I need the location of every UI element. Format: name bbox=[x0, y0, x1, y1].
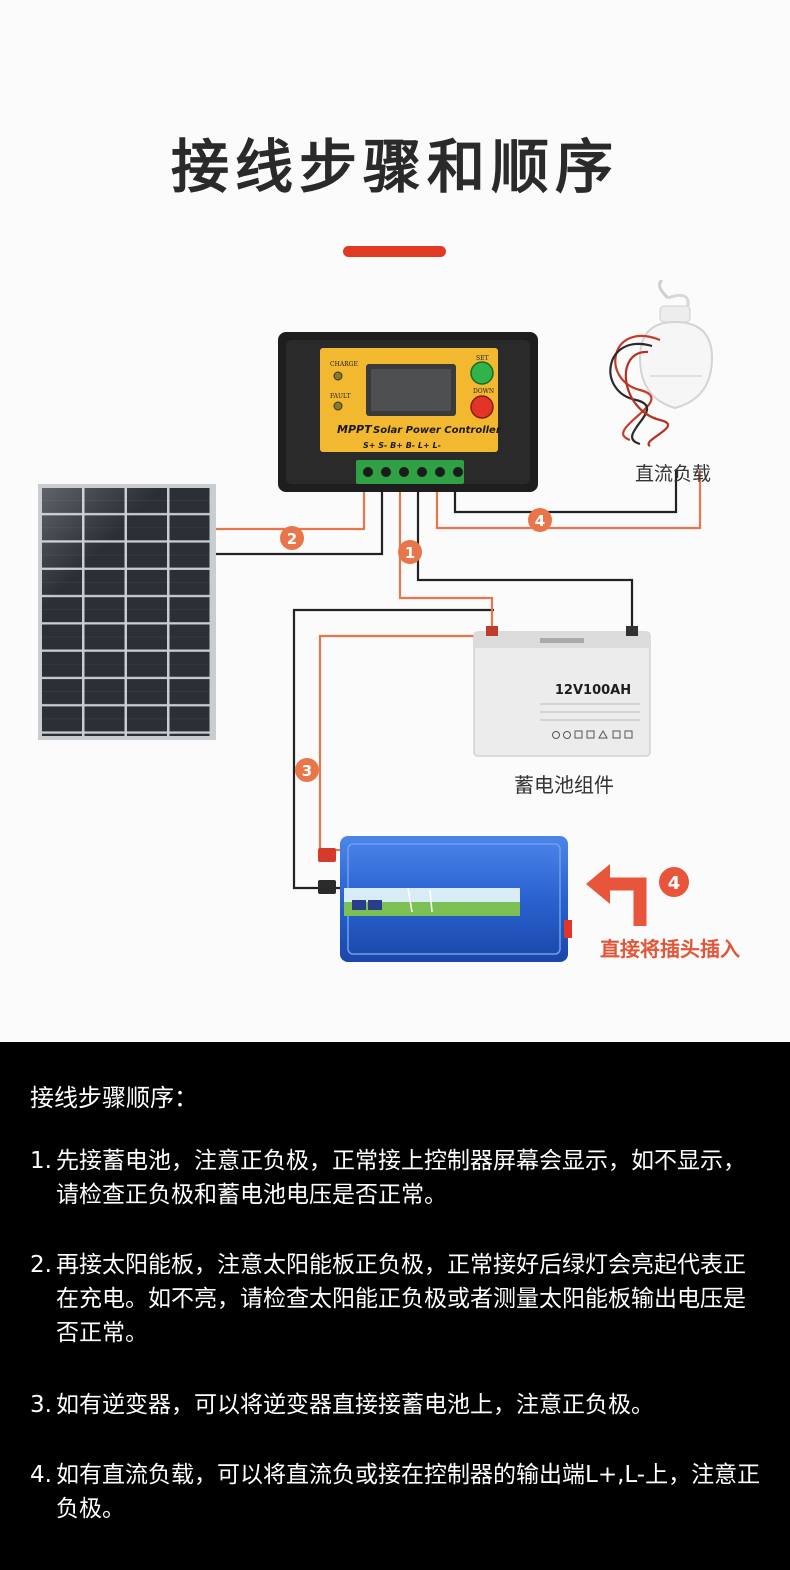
marker-3: 3 bbox=[295, 758, 319, 782]
step-4: 4. 如有直流负载，可以将直流负或接在控制器的输出端L+,L-上，注意正负极。 bbox=[30, 1458, 765, 1526]
inverter bbox=[318, 836, 572, 962]
marker-2: 2 bbox=[280, 526, 304, 550]
step-3: 3. 如有逆变器，可以将逆变器直接接蓄电池上，注意正负极。 bbox=[30, 1388, 765, 1422]
plug-arrow-head bbox=[586, 864, 610, 904]
step-text: 如有直流负载，可以将直流负或接在控制器的输出端L+,L-上，注意正负极。 bbox=[56, 1462, 761, 1522]
charge-label: CHARGE bbox=[330, 361, 358, 368]
step-text: 再接太阳能板，注意太阳能板正负极，正常接好后绿灯会亮起代表正在充电。如不亮，请检… bbox=[56, 1252, 746, 1346]
wiring-diagram: CHARGE FAULT SET DOWN MPPT Solar Power C… bbox=[38, 280, 740, 962]
controller-model: Solar Power Controller bbox=[373, 425, 502, 436]
step-text: 如有逆变器，可以将逆变器直接接蓄电池上，注意正负极。 bbox=[56, 1392, 654, 1418]
dc-load-caption: 直流负载 bbox=[635, 463, 711, 485]
marker-4-inverter: 4 bbox=[659, 867, 689, 897]
wires-dark bbox=[216, 470, 678, 890]
svg-text:2: 2 bbox=[287, 530, 297, 548]
step-number: 1. bbox=[30, 1148, 52, 1174]
step-2: 2. 再接太阳能板，注意太阳能板正负极，正常接好后绿灯会亮起代表正在充电。如不亮… bbox=[30, 1248, 765, 1350]
step-number: 4. bbox=[30, 1462, 52, 1488]
solar-panel bbox=[38, 484, 216, 740]
controller-brand: MPPT bbox=[337, 423, 373, 436]
battery-caption: 蓄电池组件 bbox=[514, 773, 614, 797]
battery-model: 12V100AH bbox=[555, 683, 631, 698]
diagram-section: 接线步骤和顺序 bbox=[38, 133, 740, 962]
instructions-section: 接线步骤顺序： 1. 先接蓄电池，注意正负极，正常接上控制器屏幕会显示，如不显示… bbox=[0, 1042, 790, 1570]
dc-load-bulb: 直流负载 bbox=[609, 280, 714, 485]
title-underline bbox=[343, 246, 446, 257]
fault-label: FAULT bbox=[330, 393, 351, 400]
wires-orange bbox=[216, 470, 702, 852]
svg-text:3: 3 bbox=[302, 762, 312, 780]
inverter-note: 直接将插头插入 bbox=[600, 937, 740, 961]
set-label: SET bbox=[476, 355, 489, 362]
svg-text:4: 4 bbox=[535, 512, 545, 530]
terminal-labels: S+ S- B+ B- L+ L- bbox=[363, 441, 441, 450]
plug-arrow bbox=[604, 877, 647, 926]
marker-1: 1 bbox=[398, 540, 422, 564]
down-label: DOWN bbox=[473, 388, 494, 395]
solar-controller: CHARGE FAULT SET DOWN MPPT Solar Power C… bbox=[278, 332, 538, 492]
step-1: 1. 先接蓄电池，注意正负极，正常接上控制器屏幕会显示，如不显示，请检查正负极和… bbox=[30, 1144, 765, 1212]
marker-4-load: 4 bbox=[528, 508, 552, 532]
svg-text:1: 1 bbox=[405, 544, 415, 562]
page-title: 接线步骤和顺序 bbox=[170, 133, 619, 201]
step-number: 2. bbox=[30, 1252, 52, 1278]
battery: 12V100AH 蓄电池组件 bbox=[473, 626, 651, 797]
svg-text:4: 4 bbox=[668, 873, 681, 894]
step-text: 先接蓄电池，注意正负极，正常接上控制器屏幕会显示，如不显示，请检查正负极和蓄电池… bbox=[56, 1148, 746, 1208]
steps-heading: 接线步骤顺序： bbox=[30, 1084, 198, 1112]
step-number: 3. bbox=[30, 1392, 52, 1418]
